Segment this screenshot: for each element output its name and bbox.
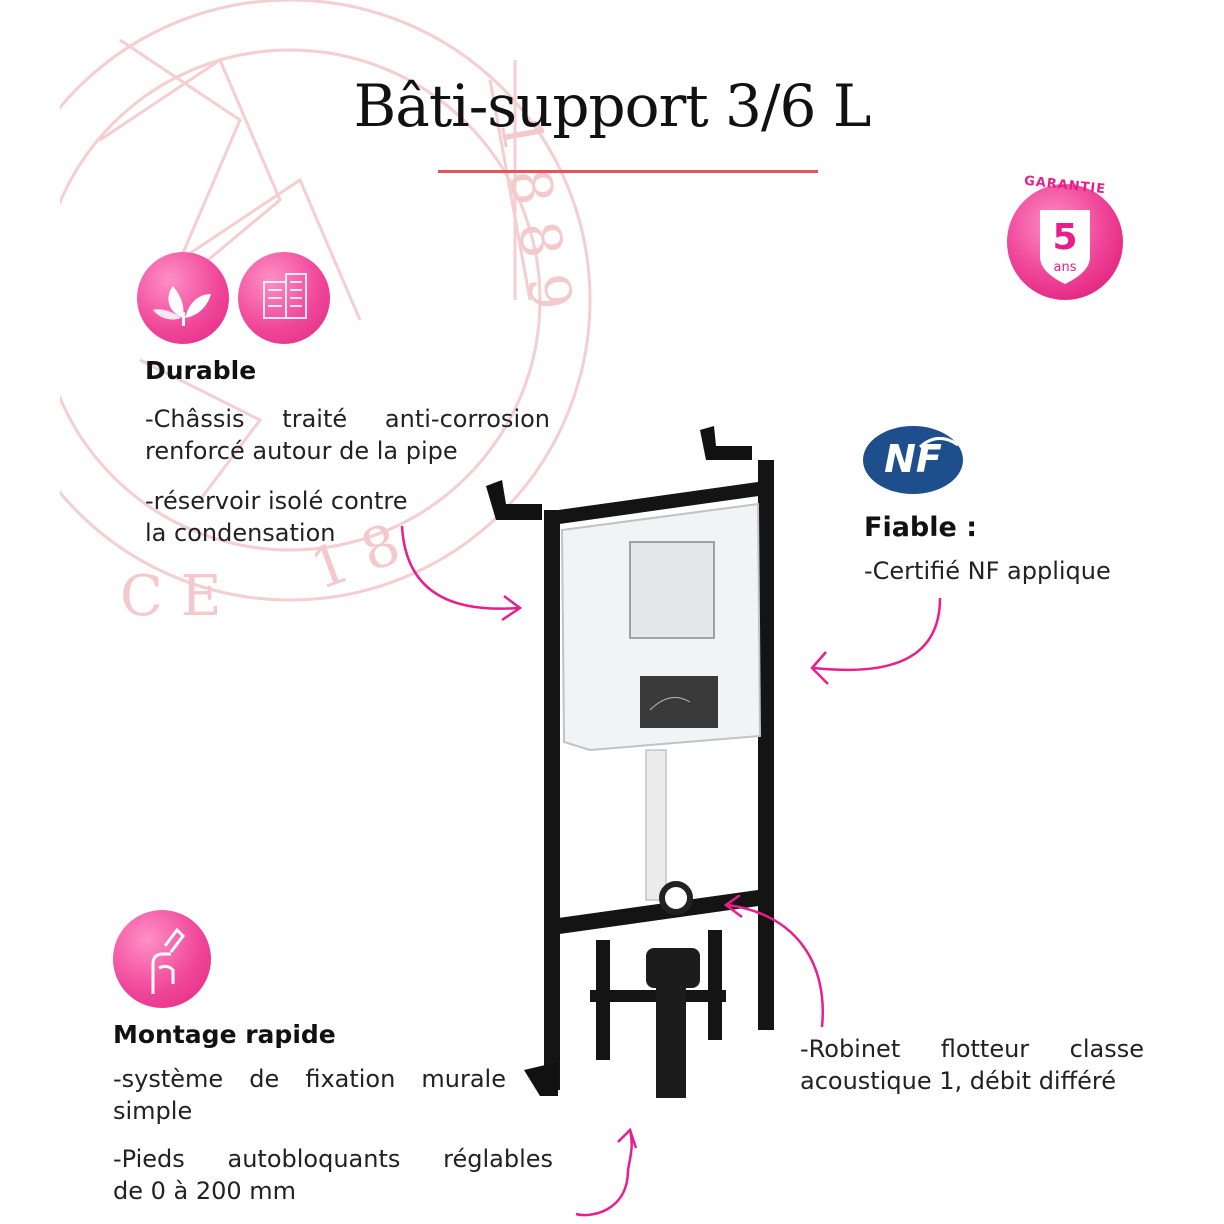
warranty-years: 5 bbox=[1052, 217, 1078, 258]
arrow-durable-icon bbox=[400, 525, 523, 622]
montage-line-2a: -Pieds autobloquants réglables bbox=[113, 1145, 553, 1173]
title-underline bbox=[438, 170, 818, 173]
watermark-seal: C E 1 8 1 8 8 9 bbox=[60, 0, 592, 629]
robinet-line-2: acoustique 1, débit différé bbox=[800, 1067, 1116, 1095]
durable-line-2a: -réservoir isolé contre bbox=[145, 487, 408, 515]
svg-text:1 8 8 9: 1 8 8 9 bbox=[486, 111, 584, 315]
building-icon bbox=[238, 252, 330, 344]
warranty-unit: ans bbox=[1053, 260, 1077, 275]
svg-text:C E: C E bbox=[120, 564, 222, 629]
warranty-shield-icon bbox=[1007, 184, 1123, 300]
montage-line-1a: -système de fixation murale bbox=[113, 1065, 506, 1093]
durable-line-2b: la condensation bbox=[145, 519, 336, 547]
arrow-fiable-icon bbox=[810, 597, 942, 685]
warranty-badge: GARANTIE 5 ans bbox=[1000, 172, 1130, 302]
frame-product-image bbox=[486, 426, 774, 1098]
robinet-line-1: -Robinet flotteur classe bbox=[800, 1035, 1144, 1063]
durable-line-1b: renforcé autour de la pipe bbox=[145, 437, 458, 465]
durable-line-1a: -Châssis traité anti-corrosion bbox=[145, 405, 550, 433]
nf-logo: NF bbox=[862, 425, 964, 495]
montage-line-1b: simple bbox=[113, 1097, 193, 1125]
fiable-line-1: -Certifié NF applique bbox=[864, 557, 1111, 585]
arrow-robinet-icon bbox=[723, 895, 824, 1028]
arrow-montage-icon bbox=[575, 1127, 638, 1217]
fiable-heading: Fiable : bbox=[864, 512, 978, 543]
durable-heading: Durable bbox=[145, 356, 257, 385]
page-title: Bâti-support 3/6 L bbox=[353, 72, 872, 140]
montage-heading: Montage rapide bbox=[113, 1020, 336, 1049]
hand-tool-icon bbox=[113, 910, 211, 1008]
leaf-icon bbox=[137, 252, 229, 344]
montage-line-2b: de 0 à 200 mm bbox=[113, 1177, 297, 1205]
nf-logo-text: NF bbox=[884, 437, 942, 481]
